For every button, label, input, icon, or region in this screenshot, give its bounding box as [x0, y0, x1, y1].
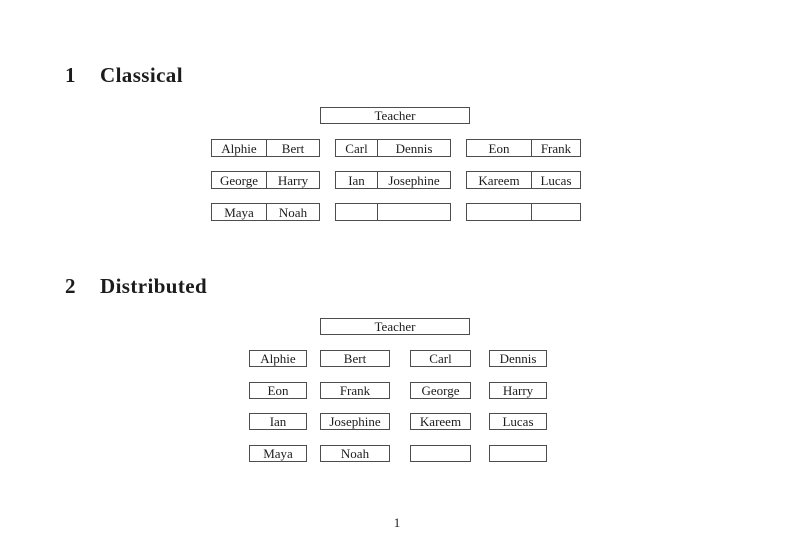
- seat-box: Frank: [320, 382, 390, 399]
- seat-box: Maya: [249, 445, 307, 462]
- teacher-box: Teacher: [320, 107, 470, 124]
- seat-pair-box: Kareem Lucas: [466, 171, 581, 189]
- seat-cell: [378, 204, 450, 220]
- seat-cell: Josephine: [388, 172, 440, 188]
- seat-cell: Bert: [281, 140, 305, 156]
- section-heading-classical: 1 Classical: [65, 63, 183, 88]
- seat-cell: Ian: [336, 172, 378, 188]
- seat-pair-box: Alphie Bert: [211, 139, 320, 157]
- seat-cell: George: [212, 172, 267, 188]
- seat-cell: Dennis: [395, 140, 433, 156]
- seat-cell: [467, 204, 532, 220]
- seat-cell: [336, 204, 378, 220]
- teacher-box: Teacher: [320, 318, 470, 335]
- seat-box: Ian: [249, 413, 307, 430]
- seat-cell: Frank: [540, 140, 572, 156]
- seat-box: Josephine: [320, 413, 390, 430]
- seat-box: Noah: [320, 445, 390, 462]
- seat-cell: Carl: [336, 140, 378, 156]
- section-number: 1: [65, 63, 76, 87]
- section-title: Classical: [100, 63, 183, 87]
- seat-box: Carl: [410, 350, 471, 367]
- seat-box: Bert: [320, 350, 390, 367]
- seat-pair-box: Eon Frank: [466, 139, 581, 157]
- seat-cell: Noah: [278, 204, 308, 220]
- section-number: 2: [65, 274, 76, 298]
- seat-cell: Alphie: [212, 140, 267, 156]
- seat-pair-box: Carl Dennis: [335, 139, 451, 157]
- section-title: Distributed: [100, 274, 208, 298]
- seat-cell: [532, 204, 580, 220]
- seat-box: Alphie: [249, 350, 307, 367]
- seat-pair-box: Ian Josephine: [335, 171, 451, 189]
- seat-cell: Kareem: [467, 172, 532, 188]
- seat-box: Eon: [249, 382, 307, 399]
- seat-cell: Harry: [277, 172, 309, 188]
- seat-cell: Maya: [212, 204, 267, 220]
- seat-cell: Eon: [467, 140, 532, 156]
- seat-box: Harry: [489, 382, 547, 399]
- seat-box: George: [410, 382, 471, 399]
- section-heading-distributed: 2 Distributed: [65, 274, 207, 299]
- seat-pair-box-empty: [335, 203, 451, 221]
- seat-box: Lucas: [489, 413, 547, 430]
- seat-pair-box: George Harry: [211, 171, 320, 189]
- seat-pair-box: Maya Noah: [211, 203, 320, 221]
- seat-cell: Lucas: [540, 172, 572, 188]
- seat-box-empty: [410, 445, 471, 462]
- seat-box: Kareem: [410, 413, 471, 430]
- seat-box: Dennis: [489, 350, 547, 367]
- page-number: 1: [393, 515, 401, 530]
- seat-pair-box-empty: [466, 203, 581, 221]
- seat-box-empty: [489, 445, 547, 462]
